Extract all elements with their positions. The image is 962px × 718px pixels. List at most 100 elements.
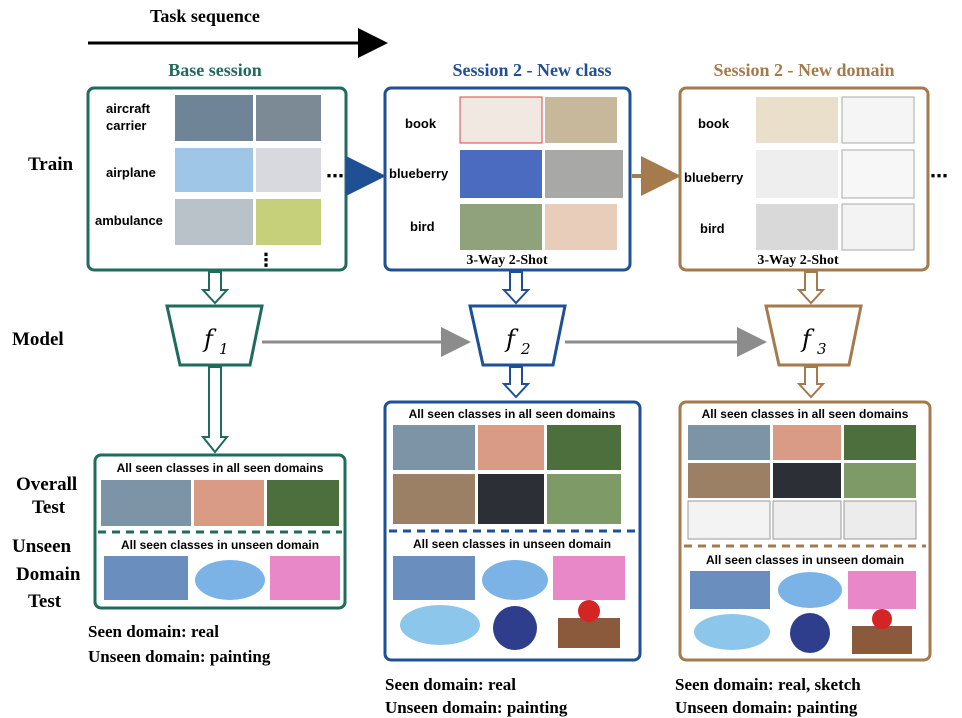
model-f1 <box>165 304 264 367</box>
image-bird <box>844 463 916 498</box>
image-airplane-painting <box>195 560 265 600</box>
hollow-arrow-model-to-test <box>501 366 531 399</box>
image-book-sketch <box>756 97 838 143</box>
hollow-arrow-train-to-model <box>501 271 531 305</box>
image-book-painting <box>558 618 620 648</box>
session2-class-label: book <box>405 116 437 131</box>
image-ambulance <box>175 199 253 245</box>
session2-class-seen-domain: Seen domain: real <box>385 675 516 694</box>
row-label-unseen: Unseen <box>12 536 72 557</box>
session2-domain-label: book <box>698 116 730 131</box>
row-label-train: Train <box>28 154 73 175</box>
session2-domain-title: Session 2 - New domain <box>713 60 894 80</box>
session2-domain-seen-domain: Seen domain: real, sketch <box>675 675 861 694</box>
image-ambulance-painting <box>270 556 340 600</box>
session2-class-title: Session 2 - New class <box>452 60 611 80</box>
session2-domain-unseen-header: All seen classes in unseen domain <box>706 553 904 567</box>
base-unseen-domain: Unseen domain: painting <box>88 647 271 666</box>
session2-new-domain: Session 2 - New domain book blueberry bi… <box>675 60 948 717</box>
image-aircraft-carrier <box>256 95 321 141</box>
image-book-sketch <box>687 500 771 540</box>
row-label-overall: Overall <box>16 474 77 495</box>
base-session: Base session aircraft carrier airplane a… <box>86 60 348 666</box>
image-bird <box>460 204 542 250</box>
image-blueberry <box>545 150 623 198</box>
image-blueberry <box>478 474 544 524</box>
base-class-label: aircraft <box>106 101 151 116</box>
session2-class-shot-label: 3-Way 2-Shot <box>466 253 548 268</box>
image-bird-sketch <box>841 203 915 251</box>
model-f3 <box>764 304 863 367</box>
session2-class-unseen-domain: Unseen domain: painting <box>385 698 568 717</box>
hollow-arrow-train-to-model <box>796 271 826 305</box>
image-book-painting <box>852 626 912 654</box>
base-unseen-header: All seen classes in unseen domain <box>121 538 319 552</box>
image-ambulance <box>256 199 321 245</box>
image-airplane-painting <box>482 560 548 600</box>
image-ambulance <box>844 425 916 460</box>
image-carrier-painting <box>393 556 475 600</box>
image-ambulance-painting <box>553 556 625 600</box>
image-blueberry-painting <box>790 613 830 653</box>
image-airplane <box>175 148 253 192</box>
session2-domain-label: bird <box>700 221 725 236</box>
image-airplane-painting <box>778 572 842 608</box>
image-bird <box>545 204 617 250</box>
image-bird-sketch <box>772 500 842 540</box>
image-book <box>688 463 770 498</box>
image-carrier-painting <box>690 571 770 609</box>
base-overall-header: All seen classes in all seen domains <box>117 461 324 475</box>
image-apple-painting <box>872 609 892 629</box>
row-label-model: Model <box>12 329 64 350</box>
session2-domain-overall-header: All seen classes in all seen domains <box>702 407 909 421</box>
session2-domain-unseen-domain: Unseen domain: painting <box>675 698 858 717</box>
image-bird <box>547 474 621 524</box>
image-ambulance <box>547 425 621 470</box>
image-blueberry-sketch <box>756 150 838 198</box>
image-carrier-painting <box>104 556 188 600</box>
image-bird-painting <box>400 605 480 645</box>
session2-domain-label: blueberry <box>684 170 744 185</box>
row-label-unseen-test: Test <box>28 591 62 612</box>
image-book <box>545 97 617 143</box>
task-sequence-label: Task sequence <box>150 6 260 26</box>
ellipsis: ⋯ <box>326 166 344 186</box>
session2-class-label: bird <box>410 219 435 234</box>
image-carrier <box>393 425 475 470</box>
base-class-label: airplane <box>106 165 156 180</box>
vertical-ellipsis: ⋮ <box>257 250 275 270</box>
image-book <box>459 96 543 144</box>
session2-new-class: Session 2 - New class book blueberry bir… <box>383 60 642 717</box>
base-session-title: Base session <box>168 60 262 80</box>
image-airplane <box>194 480 264 526</box>
image-bird-painting <box>694 614 770 650</box>
image-airplane <box>773 425 841 460</box>
session2-domain-shot-label: 3-Way 2-Shot <box>757 253 839 268</box>
image-carrier <box>101 480 191 526</box>
image-airplane <box>478 425 544 470</box>
image-blueberry <box>460 150 542 198</box>
row-label-overall-test: Test <box>32 497 66 518</box>
model-f3-subscript: 3 <box>817 340 827 358</box>
row-label-domain: Domain <box>16 564 81 585</box>
image-blueberry-sketch <box>843 500 917 540</box>
hollow-arrow-train-to-model <box>200 271 230 305</box>
session2-class-unseen-header: All seen classes in unseen domain <box>413 537 611 551</box>
image-airplane <box>256 148 321 192</box>
image-blueberry-sketch <box>841 149 915 199</box>
base-class-label: carrier <box>106 118 146 133</box>
hollow-arrow-model-to-test <box>796 366 826 399</box>
image-aircraft-carrier <box>175 95 253 141</box>
image-bird-sketch <box>756 204 838 250</box>
image-book-sketch <box>841 96 915 144</box>
image-blueberry-painting <box>493 606 537 650</box>
session2-class-overall-header: All seen classes in all seen domains <box>409 407 616 421</box>
session2-class-label: blueberry <box>389 166 449 181</box>
model-f2 <box>468 304 567 367</box>
image-apple-painting <box>578 600 600 622</box>
ellipsis: ⋯ <box>930 166 948 186</box>
image-ambulance-painting <box>848 571 916 609</box>
image-book <box>393 474 475 524</box>
model-f2-subscript: 2 <box>520 340 531 358</box>
